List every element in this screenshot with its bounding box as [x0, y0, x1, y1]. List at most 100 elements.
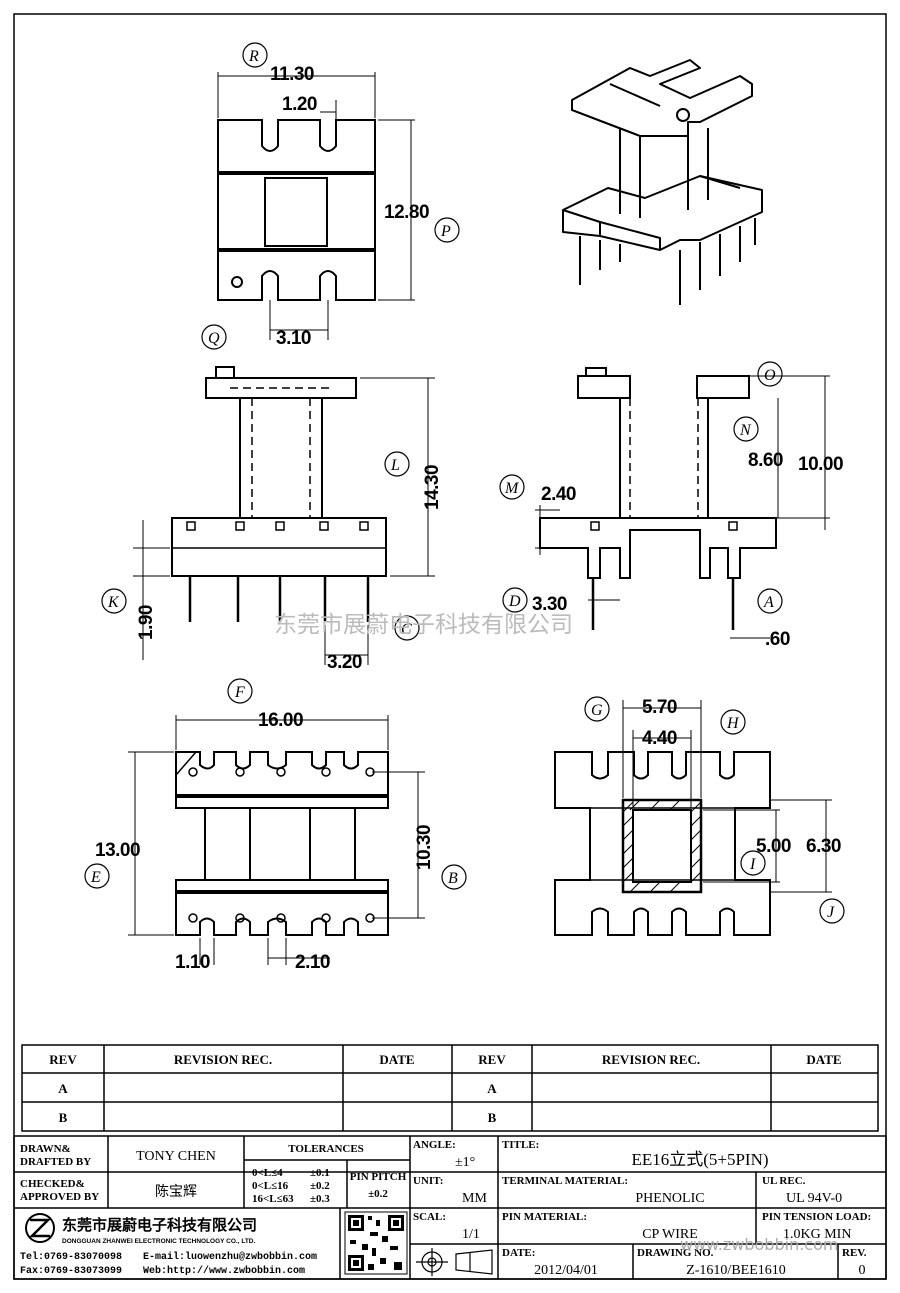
dim-bottom-inner: 10.30: [414, 825, 435, 870]
dim-top-width: 11.30: [270, 64, 314, 85]
drawn-label-1: DRAWN&: [20, 1143, 71, 1155]
label-d: D: [508, 593, 521, 610]
dim-bottom-height: 13.00: [95, 840, 140, 861]
pin-pitch-label: PIN PITCH: [350, 1171, 407, 1183]
rev-label: REV.: [842, 1247, 867, 1259]
qr-code-icon: [344, 1211, 408, 1275]
sheet-border: [13, 13, 887, 1280]
label-r: R: [248, 48, 259, 65]
drawn-label-2: DRAFTED BY: [20, 1156, 91, 1168]
label-b: B: [448, 870, 458, 887]
side-view: [535, 367, 830, 639]
rev-row-b-left: B: [59, 1110, 68, 1125]
projection-symbol-icon: [416, 1248, 493, 1276]
checked-label-1: CHECKED&: [20, 1178, 85, 1190]
rev-header-1: REV: [49, 1052, 77, 1067]
drawing-value: Z-1610/BEE1610: [686, 1263, 786, 1278]
label-m: M: [504, 480, 520, 497]
terminal-value: PHENOLIC: [635, 1191, 704, 1206]
drawing-label: DRAWING NO.: [637, 1247, 714, 1259]
watermark-company: 东莞市展蔚电子科技有限公司: [274, 612, 573, 638]
checked-value: 陈宝辉: [155, 1183, 197, 1200]
label-n: N: [739, 422, 752, 439]
revision-table-text: REV REVISION REC. DATE REV REVISION REC.…: [49, 1052, 841, 1125]
label-h: H: [726, 715, 740, 732]
rev-row-a-left: A: [58, 1081, 68, 1096]
rev-row-a-right: A: [487, 1081, 497, 1096]
terminal-label: TERMINAL MATERIAL:: [502, 1175, 628, 1187]
label-c: C: [401, 621, 412, 638]
label-a: A: [763, 594, 774, 611]
tolerances-header: TOLERANCES: [288, 1143, 364, 1155]
label-k: K: [107, 594, 120, 611]
watermark-url: www.zwbobbin.com: [680, 1235, 838, 1254]
top-view: [217, 72, 415, 340]
label-i: I: [749, 856, 756, 873]
date-label: DATE:: [502, 1247, 535, 1259]
company-web: Web:http://www.zwbobbin.com: [143, 1265, 305, 1277]
label-p: P: [440, 223, 451, 240]
tol-range-3: 16<L≤63: [252, 1193, 294, 1205]
dim-side-a: .60: [765, 629, 790, 650]
company-name-en: DONGGUAN ZHANWEI ELECTRONIC TECHNOLOGY C…: [62, 1238, 256, 1245]
title-label: TITLE:: [502, 1139, 539, 1151]
pin-tension-value: 1.0KG MIN: [783, 1227, 851, 1242]
dim-side-m: 2.40: [541, 484, 576, 505]
dim-side-total: 10.00: [798, 454, 843, 475]
dim-side-n: 8.60: [748, 450, 783, 471]
angle-value: ±1°: [455, 1155, 475, 1170]
label-j: J: [827, 904, 835, 921]
dim-front-height: 14.30: [422, 465, 443, 510]
company-name-cn: 东莞市展蔚电子科技有限公司: [62, 1216, 257, 1234]
unit-label: UNIT:: [413, 1175, 443, 1187]
dim-bottom-e: 1.10: [175, 952, 210, 973]
end-view: [554, 700, 832, 936]
rev-header-6: DATE: [806, 1052, 841, 1067]
dim-end-j: 6.30: [806, 836, 841, 857]
checked-label-2: APPROVED BY: [20, 1191, 99, 1203]
dim-end-i: 5.00: [756, 836, 791, 857]
tol-range-2: 0<L≤16: [252, 1180, 289, 1192]
rev-header-3: DATE: [379, 1052, 414, 1067]
dim-side-d: 3.30: [532, 594, 567, 615]
revision-table: [21, 1044, 879, 1132]
dim-bottom-pitch: 2.10: [295, 952, 330, 973]
dim-end-g: 5.70: [642, 697, 677, 718]
title-block-text: DRAWN& DRAFTED BY TONY CHEN CHECKED& APP…: [20, 1139, 871, 1278]
label-l: L: [390, 457, 400, 474]
tol-value-3: ±0.3: [310, 1193, 330, 1205]
date-value: 2012/04/01: [534, 1263, 598, 1278]
company-email: E-mail:luowenzhu@zwbobbin.com: [143, 1251, 317, 1263]
scal-label: SCAL:: [413, 1211, 446, 1223]
rev-header-2: REVISION REC.: [174, 1052, 272, 1067]
rev-header-5: REVISION REC.: [602, 1052, 700, 1067]
dim-end-h: 4.40: [642, 728, 677, 749]
pin-material-label: PIN MATERIAL:: [502, 1211, 587, 1223]
label-f: F: [234, 684, 245, 701]
ul-label: UL REC.: [762, 1175, 806, 1187]
dim-bottom-width: 16.00: [258, 710, 303, 731]
angle-label: ANGLE:: [413, 1139, 456, 1151]
label-q: Q: [208, 330, 220, 347]
pin-material-value: CP WIRE: [642, 1227, 698, 1242]
label-g: G: [591, 702, 603, 719]
company-fax: Fax:0769-83073099: [20, 1266, 122, 1277]
title-value: EE16立式(5+5PIN): [631, 1150, 768, 1169]
tol-value-2: ±0.2: [310, 1180, 330, 1192]
drawn-value: TONY CHEN: [136, 1149, 216, 1164]
dim-top-slot: 1.20: [282, 94, 317, 115]
company-logo-icon: [25, 1213, 55, 1243]
dim-top-pitch: 3.10: [276, 328, 311, 349]
dim-front-k: 1.90: [136, 605, 157, 640]
front-view: [133, 366, 435, 665]
dim-top-height: 12.80: [384, 202, 429, 223]
label-o: O: [764, 367, 776, 384]
rev-value: 0: [859, 1263, 866, 1278]
ul-value: UL 94V-0: [786, 1191, 842, 1206]
bottom-view: [128, 715, 425, 965]
rev-header-4: REV: [478, 1052, 506, 1067]
tol-value-1: ±0.1: [310, 1167, 330, 1179]
unit-value: MM: [462, 1191, 487, 1206]
tol-range-1: 0<L≤4: [252, 1167, 283, 1179]
